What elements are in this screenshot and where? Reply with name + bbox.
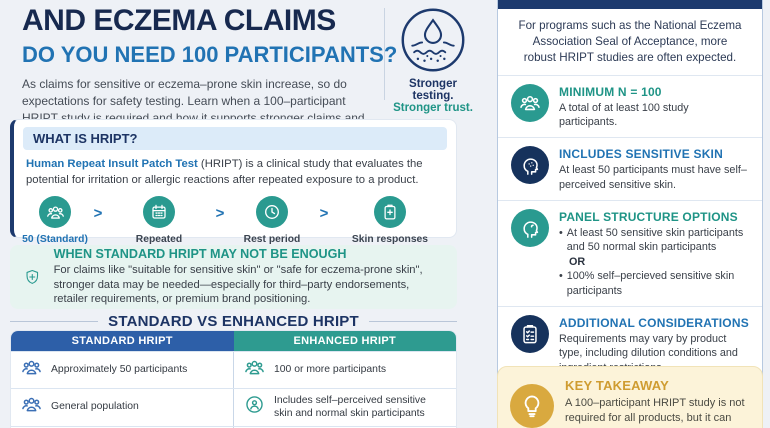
hript-term: Human Repeat Insult Patch Test — [26, 158, 198, 170]
clipboard-icon — [381, 203, 399, 221]
panel-item-sensitive-skin: INCLUDES SENSITIVE SKIN At least 50 part… — [498, 137, 762, 200]
takeaway-title: KEY TAKEAWAY — [565, 378, 670, 393]
panel-intro: For programs such as the National Eczema… — [518, 19, 742, 65]
table-row: Supports basic claims like "dermatologis… — [11, 425, 456, 428]
comparison-title: STANDARD VS ENHANCED HRIPT — [108, 313, 359, 330]
people-icon — [244, 357, 265, 378]
checklist-icon — [519, 323, 541, 345]
takeaway-body: A 100–participant HRIPT study is not req… — [565, 397, 745, 428]
item-title: ADDITIONAL CONSIDERATIONS — [559, 315, 749, 330]
chevron-right-icon: > — [319, 205, 329, 223]
item-title: MINIMUM N = 100 — [559, 84, 662, 99]
chevron-right-icon: > — [215, 205, 225, 223]
item-body: At least 50 participants must have self–… — [559, 164, 747, 191]
item-title: INCLUDES SENSITIVE SKIN — [559, 147, 723, 162]
chevron-right-icon: > — [93, 205, 103, 223]
what-is-hript-card: WHAT IS HRIPT? Human Repeat Insult Patch… — [10, 119, 457, 272]
not-enough-card: WHEN STANDARD HRIPT MAY NOT BE ENOUGH Fo… — [10, 245, 457, 309]
not-enough-body: For claims like "suitable for sensitive … — [53, 263, 423, 306]
people-icon — [21, 394, 42, 415]
panel-title: ECZEMA-FOCUSED PROGRAMS — [498, 0, 762, 9]
shield-plus-icon — [24, 256, 41, 298]
comparison-heading: STANDARD VS ENHANCED HRIPT — [10, 313, 457, 330]
panel-item-panel-structure: PANEL STRUCTURE OPTIONS •At least 50 sen… — [498, 200, 762, 306]
people-icon — [21, 357, 42, 378]
item-title: PANEL STRUCTURE OPTIONS — [559, 210, 738, 225]
table-header-row: STANDARD HRIPT ENHANCED HRIPT — [11, 331, 456, 351]
page-subtitle: DO YOU NEED 100 PARTICIPANTS? — [22, 42, 398, 67]
key-takeaway-card: KEY TAKEAWAY A 100–participant HRIPT stu… — [497, 366, 763, 428]
not-enough-title: WHEN STANDARD HRIPT MAY NOT BE ENOUGH — [53, 246, 347, 261]
droplet-skin-icon — [399, 6, 467, 74]
trust-badge: Stronger testing. Stronger trust. — [390, 6, 476, 114]
table-row: Approximately 50 participants 100 or mor… — [11, 351, 456, 388]
eczema-programs-panel: ECZEMA-FOCUSED PROGRAMS For programs suc… — [497, 0, 763, 428]
item-bullets: •At least 50 sensitive skin participants… — [559, 227, 744, 297]
people-icon — [46, 203, 65, 222]
enhanced-column-header: ENHANCED HRIPT — [233, 331, 456, 351]
people-icon — [519, 92, 541, 114]
standard-column-header: STANDARD HRIPT — [11, 331, 234, 351]
what-is-hript-lead: Human Repeat Insult Patch Test (HRIPT) i… — [26, 158, 423, 186]
comparison-table: STANDARD HRIPT ENHANCED HRIPT Approximat… — [10, 330, 457, 428]
divider — [368, 321, 457, 322]
head-profile-icon — [519, 217, 542, 240]
item-body: A total of at least 100 study participan… — [559, 101, 689, 129]
panel-item-minimum-n: MINIMUM N = 100 A total of at least 100 … — [498, 74, 762, 138]
what-is-hript-title: WHAT IS HRIPT? — [23, 127, 447, 150]
divider — [10, 321, 99, 322]
table-row: General population Includes self–perceiv… — [11, 387, 456, 426]
head-dots-icon — [519, 154, 542, 177]
page-title: AND ECZEMA CLAIMS — [22, 4, 336, 37]
sensitive-skin-person-icon — [244, 394, 265, 415]
calendar-icon — [150, 203, 168, 221]
badge-line-2: Stronger trust. — [393, 102, 473, 114]
hero-divider — [384, 8, 385, 100]
lightbulb-icon — [519, 393, 545, 419]
clock-icon — [263, 203, 281, 221]
badge-line-1: Stronger testing. — [409, 78, 457, 102]
